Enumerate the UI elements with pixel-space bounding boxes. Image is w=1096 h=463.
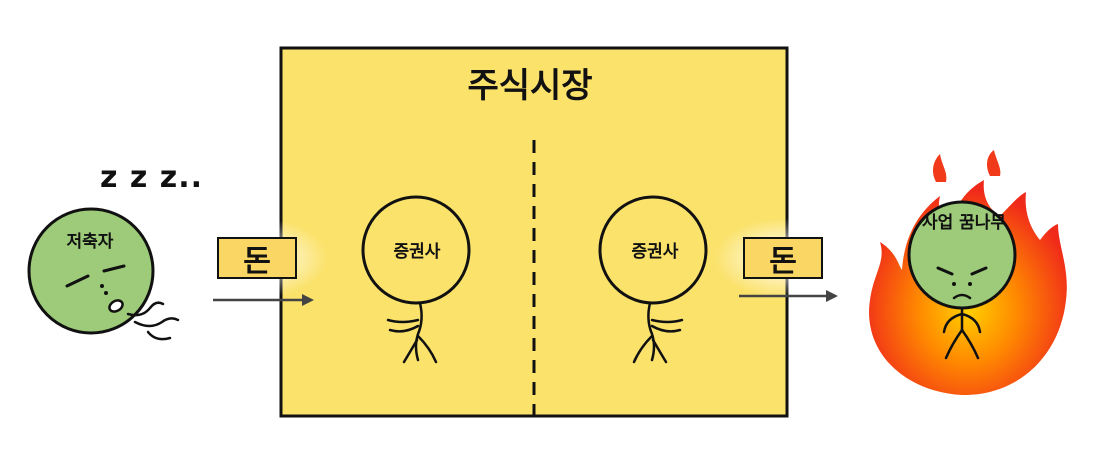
money-tag-right: 돈 — [743, 237, 823, 279]
dreamer-label: 사업 꿈나무 — [921, 213, 1007, 233]
arrow-saver-to-market — [213, 294, 314, 306]
money-tag-left: 돈 — [217, 237, 297, 279]
saver-label: 저축자 — [66, 232, 114, 252]
saver-character — [27, 207, 180, 341]
broker-left-character — [361, 195, 471, 364]
broker-left-label: 증권사 — [393, 242, 441, 262]
broker-right-character — [598, 195, 708, 364]
broker-right-label: 증권사 — [631, 242, 679, 262]
arrow-market-to-dreamer — [739, 290, 838, 302]
market-title: 주식시장 — [467, 66, 593, 106]
sleep-zzz: z z z.. — [100, 160, 204, 195]
dreamer-character — [907, 200, 1017, 360]
